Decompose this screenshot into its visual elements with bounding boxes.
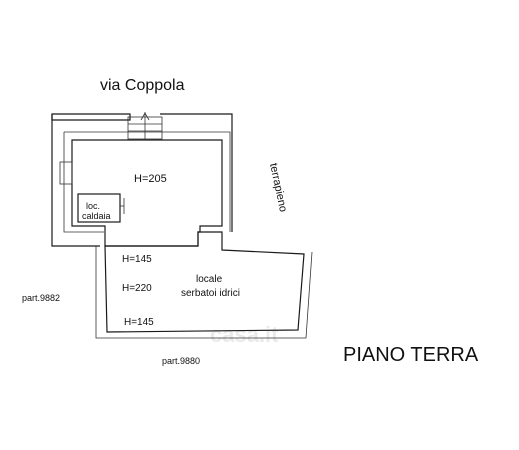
main-room-height: H=205: [134, 173, 167, 185]
entrance-steps: [127, 112, 163, 140]
terrace-label: terrapieno: [267, 162, 289, 213]
boiler-room: [77, 193, 125, 223]
main-room-inner-wall: [63, 131, 231, 233]
watermark-text: casa.it: [210, 322, 279, 347]
tank-room-outer-wall: [95, 246, 313, 339]
street-label: via Coppola: [100, 77, 185, 94]
boiler-room-label-2: caldaia: [82, 211, 111, 221]
tank-room-name-1: locale: [196, 274, 223, 285]
north-wall: [51, 113, 233, 247]
parcel-south-label: part.9880: [162, 356, 200, 366]
outer-wall: [51, 113, 131, 121]
boiler-room-label-1: loc.: [86, 201, 100, 211]
tank-room-height-top: H=145: [122, 254, 152, 265]
tank-room-height-mid: H=220: [122, 283, 152, 294]
tank-room-wall: [104, 231, 305, 333]
parcel-west-label: part.9882: [22, 293, 60, 303]
tank-room-name-2: serbatoi idrici: [181, 288, 240, 299]
left-niche: [59, 161, 73, 185]
floor-title: PIANO TERRA: [343, 344, 479, 366]
tank-room-height-bottom: H=145: [124, 317, 154, 328]
main-room-wall: [71, 139, 223, 247]
